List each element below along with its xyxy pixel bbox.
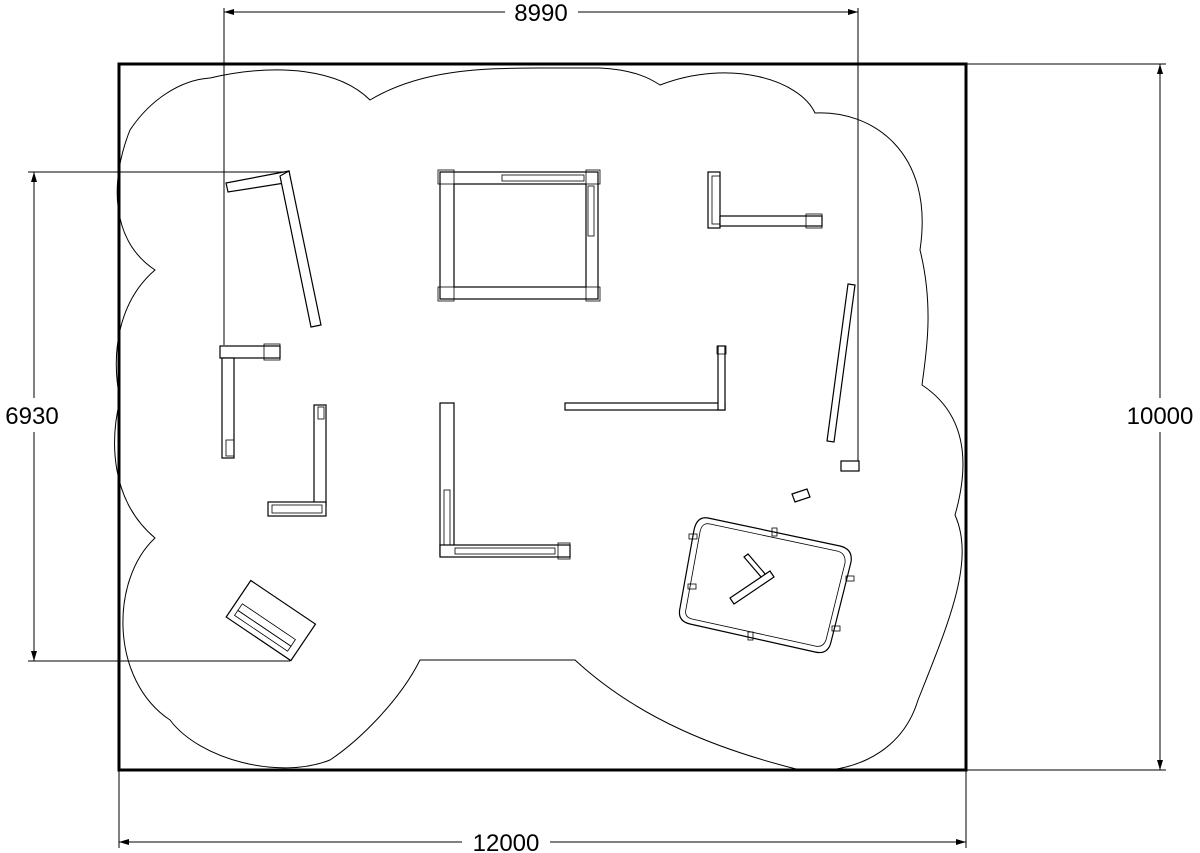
rounded-frame: [678, 517, 855, 654]
long-l-beam-right: [564, 345, 727, 411]
dimension-bottom: 12000: [118, 770, 967, 853]
small-block-1: [840, 460, 860, 472]
dimension-top-label: 8990: [514, 0, 567, 27]
square-frame: [437, 169, 601, 302]
dimension-right: 10000: [966, 63, 1194, 771]
diagonal-beam-right: [826, 283, 856, 443]
l-beam-lower-left: [267, 404, 327, 517]
dimension-left: 6930: [5, 171, 290, 662]
dimension-right-label: 10000: [1127, 403, 1194, 430]
dimension-top: 8990: [223, 0, 859, 470]
dimension-bottom-label: 12000: [473, 830, 540, 853]
play-area-outline: [114, 67, 964, 772]
t-beam-left: [219, 343, 281, 459]
small-block-2: [791, 488, 811, 503]
dimension-left-label: 6930: [5, 403, 58, 430]
l-beam-top-right: [707, 171, 823, 229]
site-boundary: [117, 62, 968, 772]
angled-balance-beam: [225, 170, 322, 328]
long-l-beam-center: [439, 402, 571, 560]
rotated-bench: [225, 579, 317, 662]
